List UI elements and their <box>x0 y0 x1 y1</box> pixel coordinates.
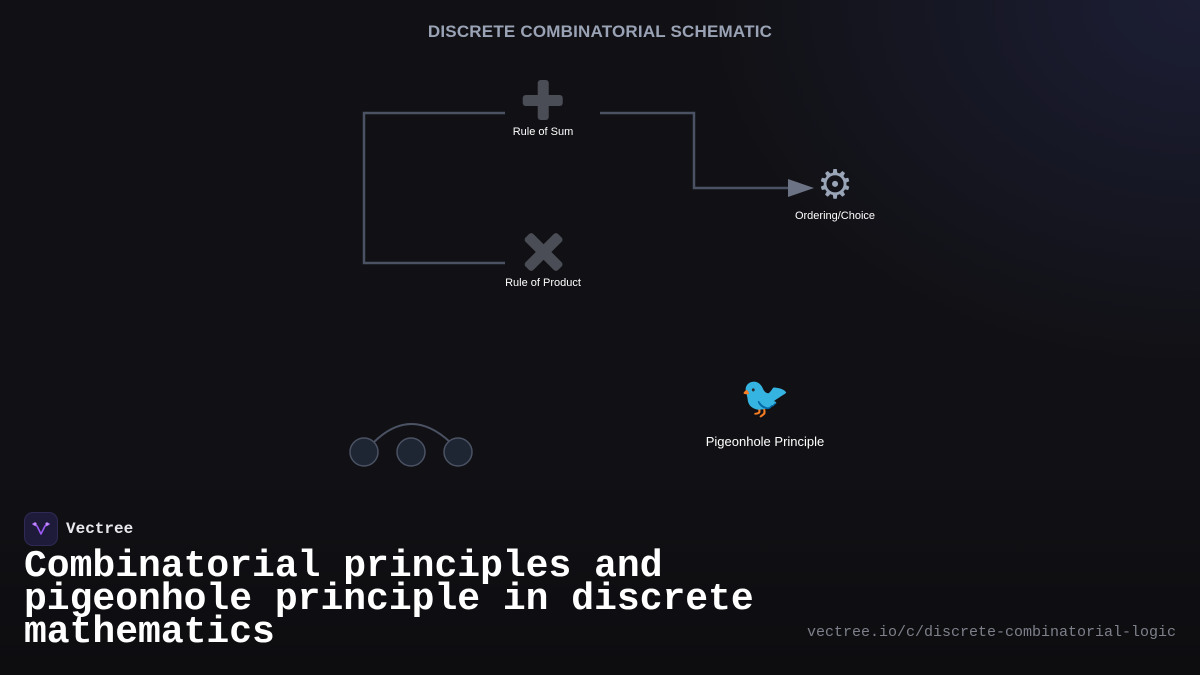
node-label: Rule of Sum <box>512 126 574 138</box>
arrowhead <box>788 179 814 197</box>
brand-name: Vectree <box>66 520 134 538</box>
source-url: vectree.io/c/discrete-combinatorial-logi… <box>806 624 1176 641</box>
gear-icon: ⚙ <box>817 162 853 208</box>
heavy-plus-icon <box>523 80 563 120</box>
arrangement-circle <box>349 437 379 467</box>
arrangement-circle <box>396 437 426 467</box>
node-label: Rule of Product <box>505 277 581 289</box>
node-rule-of-sum: Rule of Sum <box>512 80 574 138</box>
node-label: Ordering/Choice <box>794 210 876 222</box>
vectree-logo-icon <box>24 512 58 546</box>
node-ordering-choice: ⚙ Ordering/Choice <box>795 165 875 222</box>
node-pigeonhole-principle: 🐦 Pigeonhole Principle <box>706 378 825 449</box>
bird-icon: 🐦 <box>740 375 790 421</box>
arrangement-arc <box>373 423 451 443</box>
arrangement-circle <box>443 437 473 467</box>
heavy-multiplication-icon <box>523 232 563 272</box>
bracket-connector <box>362 111 505 265</box>
node-rule-of-product: Rule of Product <box>505 232 581 289</box>
diagram-title: DISCRETE COMBINATORIAL SCHEMATIC <box>427 22 773 41</box>
sum-to-ordering-connector <box>600 111 790 190</box>
brand: Vectree <box>24 512 133 546</box>
page-title: Combinatorial principles and pigeonhole … <box>24 545 754 654</box>
node-label: Pigeonhole Principle <box>705 434 825 449</box>
